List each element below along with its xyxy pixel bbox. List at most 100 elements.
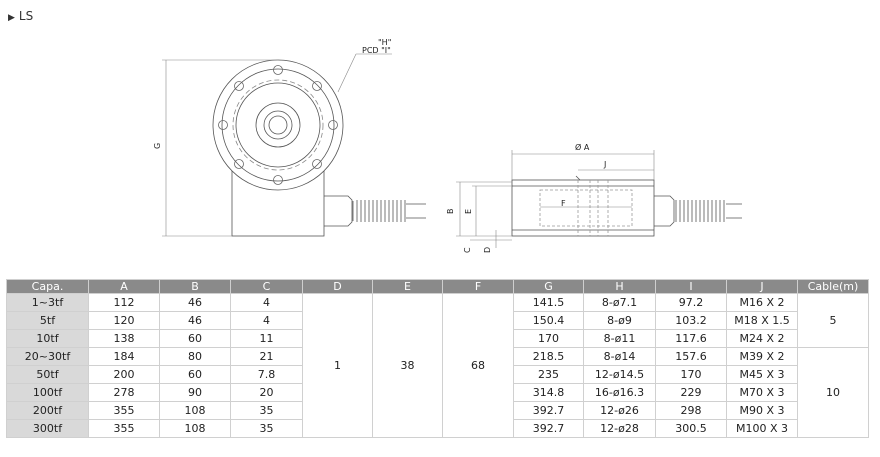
table-row: 300tf 355 108 35 392.7 12-ø28 300.5 M100… [6, 419, 869, 438]
dim-label-B: B [446, 209, 455, 215]
dim-label-F: F [561, 199, 566, 208]
cell-capa: 300tf [6, 419, 89, 438]
cell-E-merged: 38 [372, 293, 443, 438]
dim-label-H: "H" [378, 38, 391, 47]
cell-A: 112 [88, 293, 160, 312]
cell-G: 141.5 [513, 293, 584, 312]
cell-H: 12-ø14.5 [583, 365, 656, 384]
cell-G: 235 [513, 365, 584, 384]
table-row: 200tf 355 108 35 392.7 12-ø26 298 M90 X … [6, 401, 869, 420]
cell-H: 12-ø28 [583, 419, 656, 438]
cell-C: 21 [230, 347, 303, 366]
table-row: 10tf 138 60 11 170 8-ø11 117.6 M24 X 2 [6, 329, 869, 348]
header-J: J [726, 279, 798, 294]
header-A: A [88, 279, 160, 294]
cell-I: 103.2 [655, 311, 727, 330]
header-H: H [583, 279, 656, 294]
cell-H: 16-ø16.3 [583, 383, 656, 402]
header-G: G [513, 279, 584, 294]
cell-I: 97.2 [655, 293, 727, 312]
dim-label-J: J [603, 160, 606, 169]
table-row: 5tf 120 46 4 150.4 8-ø9 103.2 M18 X 1.5 [6, 311, 869, 330]
header-capa: Capa. [6, 279, 89, 294]
cell-G: 392.7 [513, 401, 584, 420]
cell-C: 35 [230, 419, 303, 438]
cell-G: 314.8 [513, 383, 584, 402]
cell-capa: 5tf [6, 311, 89, 330]
cell-C: 20 [230, 383, 303, 402]
side-view [456, 150, 742, 248]
dim-label-C: C [463, 247, 472, 253]
cell-B: 108 [159, 419, 231, 438]
cell-capa: 10tf [6, 329, 89, 348]
cell-A: 278 [88, 383, 160, 402]
front-view [162, 53, 426, 237]
cell-F-merged: 68 [442, 293, 514, 438]
cell-cable-group2: 10 [797, 347, 869, 438]
dim-label-D: D [483, 247, 492, 253]
cell-I: 300.5 [655, 419, 727, 438]
dim-label-E: E [464, 209, 473, 214]
cell-H: 8-ø9 [583, 311, 656, 330]
spec-table: Capa. A B C D E F G H I J Cable(m) 1~3tf… [6, 279, 869, 438]
section-title: ▶LS [8, 9, 33, 23]
cell-C: 4 [230, 293, 303, 312]
cell-B: 46 [159, 293, 231, 312]
cell-G: 150.4 [513, 311, 584, 330]
dim-label-G: G [153, 143, 162, 149]
cell-B: 108 [159, 401, 231, 420]
table-row: 20~30tf 184 80 21 218.5 8-ø14 157.6 M39 … [6, 347, 869, 438]
cell-J: M45 X 3 [726, 365, 798, 384]
cell-J: M39 X 2 [726, 347, 798, 366]
cell-cable-group1: 5 [797, 293, 869, 348]
cell-I: 229 [655, 383, 727, 402]
dim-label-PCD: PCD "I" [362, 46, 391, 55]
cell-D-merged: 1 [302, 293, 373, 438]
cell-B: 46 [159, 311, 231, 330]
cell-C: 35 [230, 401, 303, 420]
cell-capa: 50tf [6, 365, 89, 384]
table-row: 1~3tf 112 46 4 1 38 68 141.5 8-ø7.1 97.2… [6, 293, 869, 438]
cell-capa: 100tf [6, 383, 89, 402]
cell-G: 392.7 [513, 419, 584, 438]
cell-C: 7.8 [230, 365, 303, 384]
section-title-text: LS [18, 9, 34, 23]
cell-J: M100 X 3 [726, 419, 798, 438]
cell-A: 120 [88, 311, 160, 330]
cell-H: 8-ø7.1 [583, 293, 656, 312]
cell-capa: 1~3tf [6, 293, 89, 312]
triangle-bullet-icon: ▶ [8, 13, 15, 23]
cell-B: 90 [159, 383, 231, 402]
cell-A: 200 [88, 365, 160, 384]
header-cable: Cable(m) [797, 279, 869, 294]
table-header-row: Capa. A B C D E F G H I J Cable(m) [6, 279, 869, 294]
cell-J: M90 X 3 [726, 401, 798, 420]
cell-I: 157.6 [655, 347, 727, 366]
cell-J: M24 X 2 [726, 329, 798, 348]
cell-G: 170 [513, 329, 584, 348]
cell-J: M18 X 1.5 [726, 311, 798, 330]
cell-A: 355 [88, 401, 160, 420]
cell-H: 8-ø14 [583, 347, 656, 366]
cell-capa: 20~30tf [6, 347, 89, 366]
cell-H: 8-ø11 [583, 329, 656, 348]
dim-label-A: Ø A [575, 142, 590, 152]
cell-B: 80 [159, 347, 231, 366]
cell-A: 184 [88, 347, 160, 366]
cell-capa: 200tf [6, 401, 89, 420]
header-F: F [442, 279, 514, 294]
cell-I: 117.6 [655, 329, 727, 348]
load-cell-drawing: G "H" PCD "I" [153, 38, 742, 253]
header-D: D [302, 279, 373, 294]
cell-C: 4 [230, 311, 303, 330]
header-C: C [230, 279, 303, 294]
cell-J: M16 X 2 [726, 293, 798, 312]
cell-A: 355 [88, 419, 160, 438]
cell-J: M70 X 3 [726, 383, 798, 402]
header-E: E [372, 279, 443, 294]
cell-I: 170 [655, 365, 727, 384]
cell-B: 60 [159, 329, 231, 348]
header-I: I [655, 279, 727, 294]
cell-A: 138 [88, 329, 160, 348]
cell-I: 298 [655, 401, 727, 420]
